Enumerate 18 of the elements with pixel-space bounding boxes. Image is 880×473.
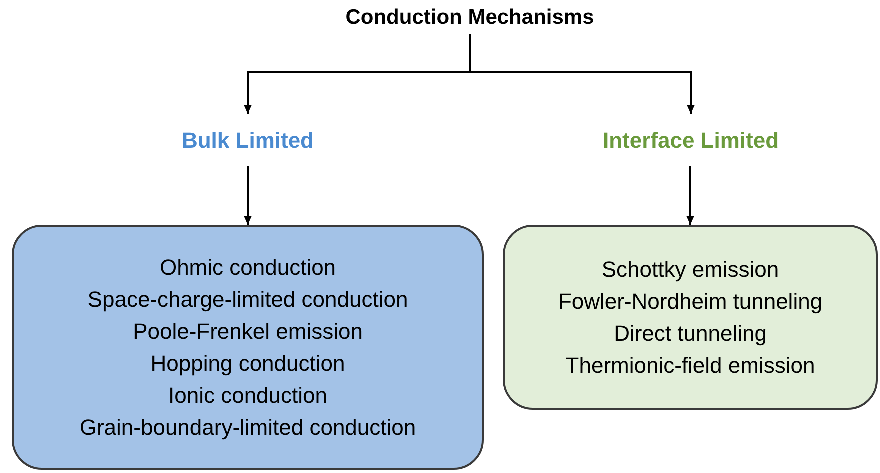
list-item: Poole-Frenkel emission [133, 318, 363, 346]
category-label: Bulk Limited [138, 114, 358, 166]
list-item: Space-charge-limited conduction [88, 286, 408, 314]
list-item: Schottky emission [602, 256, 780, 284]
list-item: Thermionic-field emission [566, 352, 816, 380]
list-item: Ohmic conduction [160, 254, 336, 282]
category-label: Interface Limited [566, 114, 816, 166]
mechanism-box [12, 225, 484, 470]
list-item: Fowler-Nordheim tunneling [558, 288, 823, 316]
arrow [244, 166, 252, 225]
arrow [469, 34, 695, 114]
arrow [686, 166, 694, 225]
list-item: Hopping conduction [150, 350, 346, 378]
heading-text: Conduction Mechanisms [290, 2, 650, 34]
list-item: Ionic conduction [168, 382, 328, 410]
mechanism-box [503, 225, 878, 410]
list-item: Grain-boundary-limited conduction [80, 414, 416, 442]
list-item: Direct tunneling [614, 320, 767, 348]
